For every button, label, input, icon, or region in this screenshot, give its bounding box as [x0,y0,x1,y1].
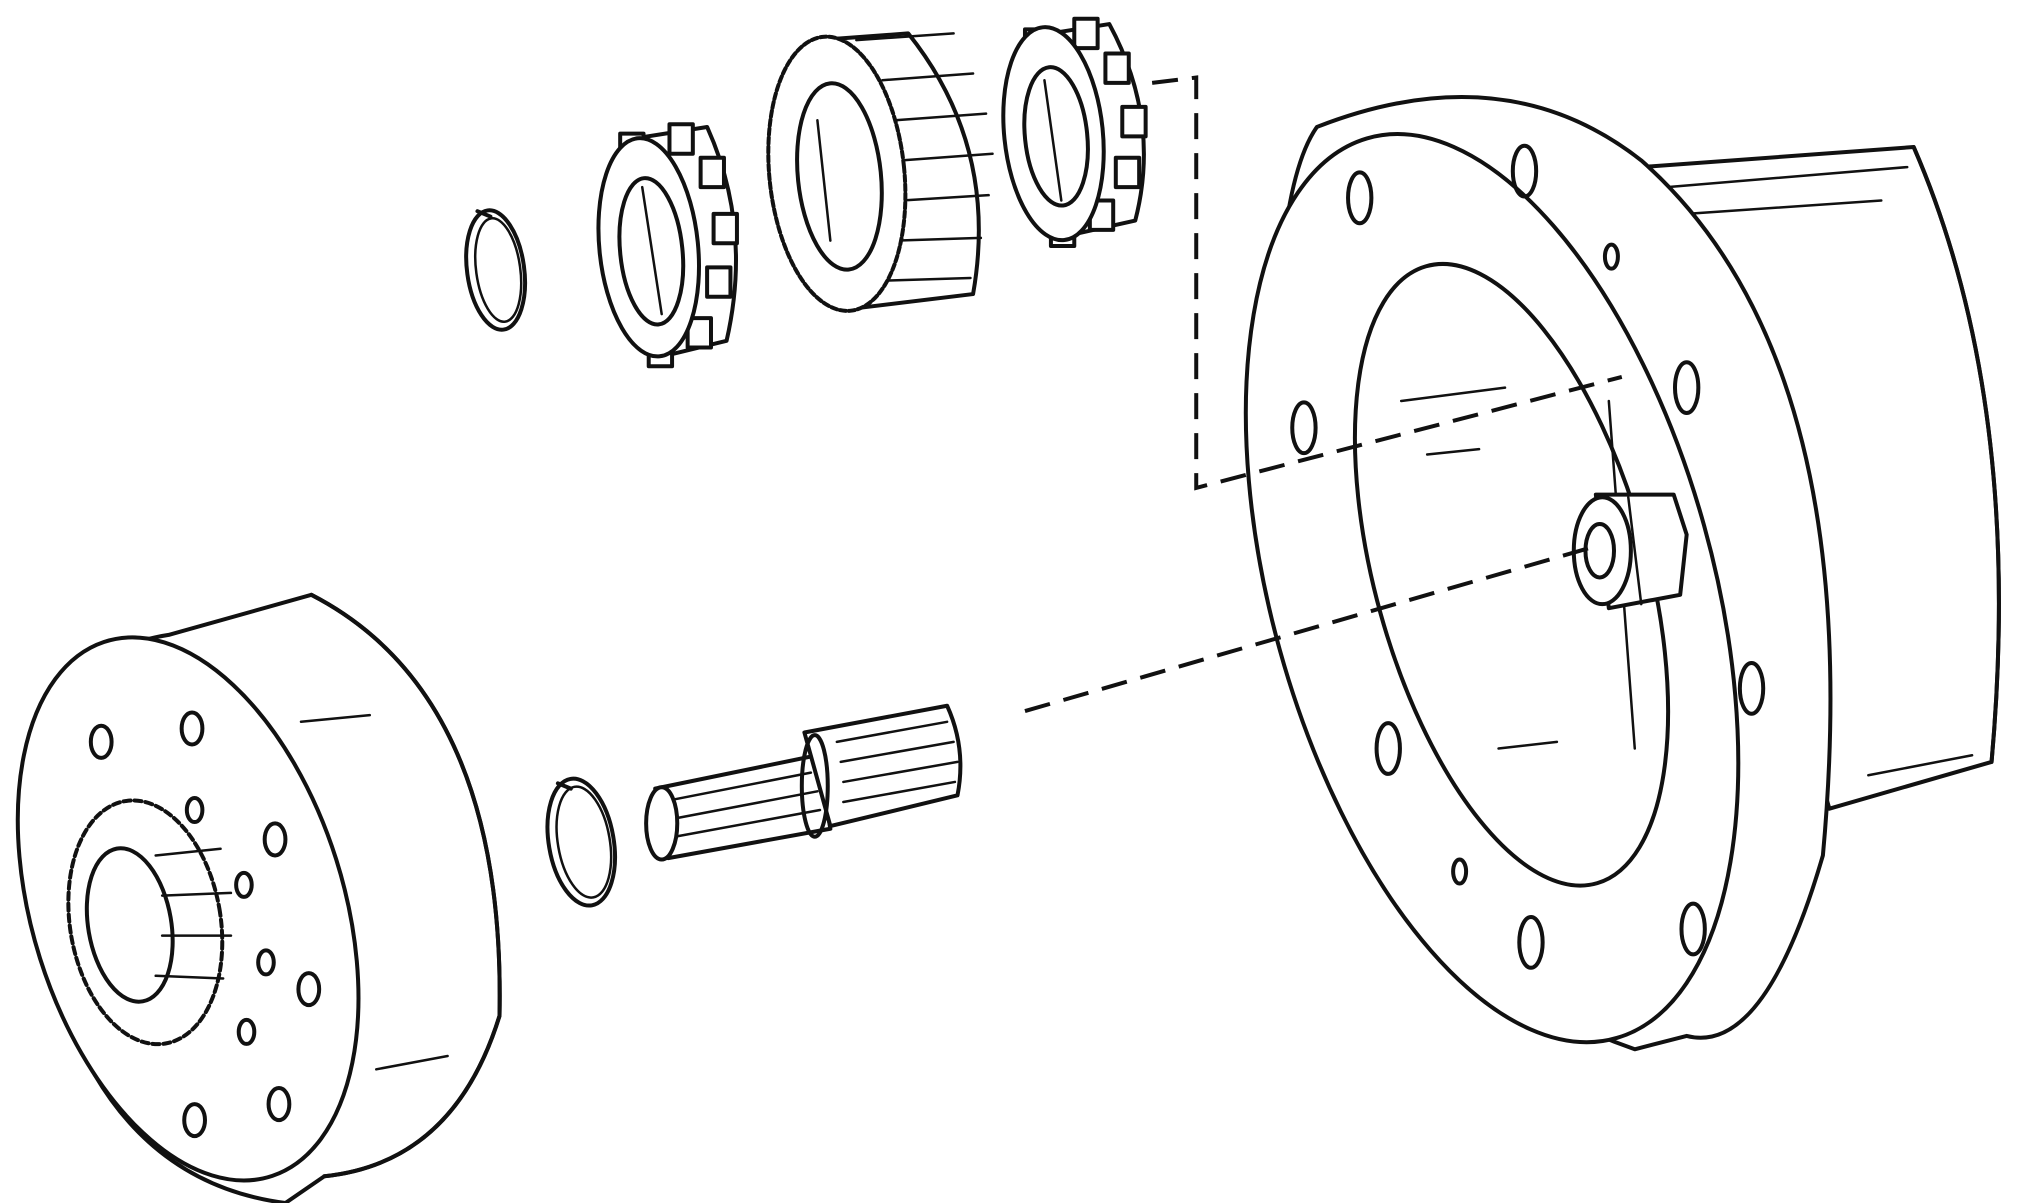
bolt-hole [1519,917,1542,968]
bolt-hole [1348,172,1371,223]
planet-carrier [0,592,500,1203]
bolt-hole [187,798,203,822]
planet-gear [756,30,993,318]
hub-boss [1574,495,1687,609]
bearing-left [589,124,737,366]
bolt-hole [1605,245,1618,269]
bolt-hole [1740,663,1763,714]
bolt-hole [1675,362,1698,413]
retaining-ring-lower [538,773,624,911]
bolt-hole [1377,723,1400,774]
bolt-hole [265,823,286,855]
hub-bolt-holes [1292,146,1763,968]
bolt-hole [91,726,112,758]
hub-housing [1155,76,1999,1101]
bolt-hole [258,950,274,974]
bolt-hole [1681,904,1704,955]
bolt-hole [182,712,203,744]
assembly-guide-lines [1025,78,1622,712]
retaining-ring-upper [459,206,532,333]
carrier-bolt-holes [91,712,319,1136]
bolt-hole [1513,146,1536,197]
bolt-hole [1292,402,1315,453]
bolt-hole [1453,859,1466,883]
bolt-hole [298,973,319,1005]
bolt-hole [184,1104,205,1136]
bolt-hole [269,1088,290,1120]
carrier-sun-gear [50,788,240,1057]
bolt-hole [239,1020,255,1044]
bearing-right [994,19,1146,246]
bolt-hole [236,873,252,897]
splined-shaft [646,706,960,860]
